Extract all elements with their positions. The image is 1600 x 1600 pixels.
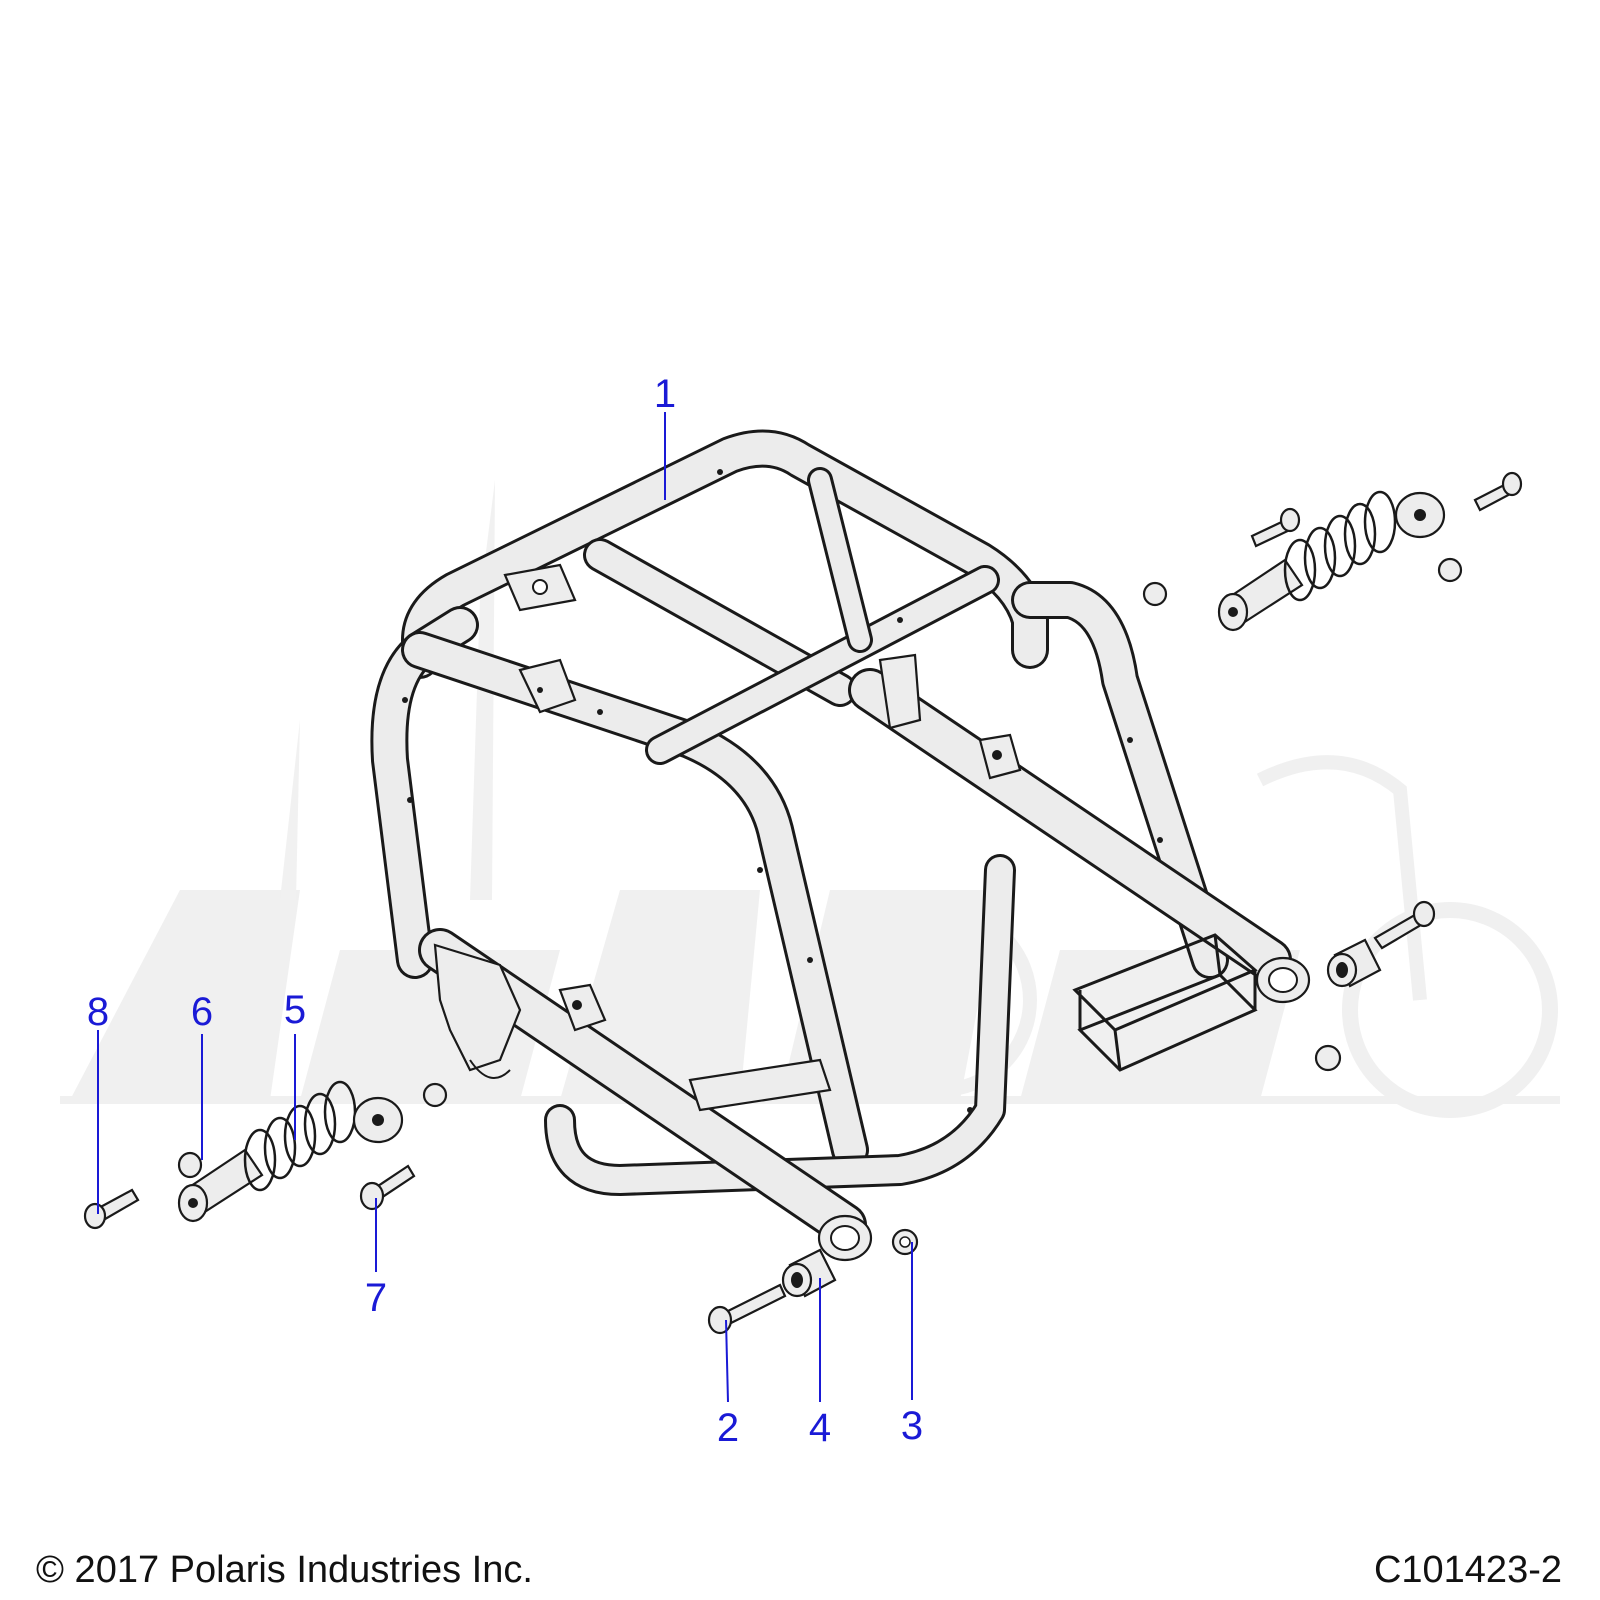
shock-absorber-rear (1217, 490, 1446, 632)
shock-absorber-front (177, 1080, 404, 1223)
callout-2: 2 (716, 1406, 740, 1450)
bushing-rear (1326, 938, 1382, 988)
bushing-item-4 (781, 1248, 837, 1298)
copyright-text: © 2017 Polaris Industries Inc. (36, 1549, 533, 1591)
callout-4: 4 (808, 1406, 832, 1450)
cap-misc (422, 557, 1463, 1108)
callout-6: 6 (190, 990, 214, 1034)
frame-assembly (370, 429, 1311, 1262)
frame-holes (402, 469, 1163, 1113)
bolt-item-2 (707, 1283, 787, 1335)
cap-item-3 (891, 1228, 919, 1256)
callout-3: 3 (900, 1404, 924, 1448)
bolt-rear-lower (1373, 900, 1436, 950)
bolt-rear-upper (1250, 471, 1523, 548)
callout-7: 7 (364, 1276, 388, 1320)
bolt-item-8 (83, 1188, 140, 1230)
leader-lines (97, 412, 913, 1403)
callout-5: 5 (283, 988, 307, 1032)
battery-cage (1072, 933, 1258, 1072)
nut-item-6 (177, 1151, 203, 1179)
figure-id: C101423-2 (1373, 1549, 1562, 1591)
callout-1: 1 (653, 372, 677, 416)
callout-8: 8 (86, 990, 110, 1034)
bolt-item-7 (359, 1164, 416, 1211)
